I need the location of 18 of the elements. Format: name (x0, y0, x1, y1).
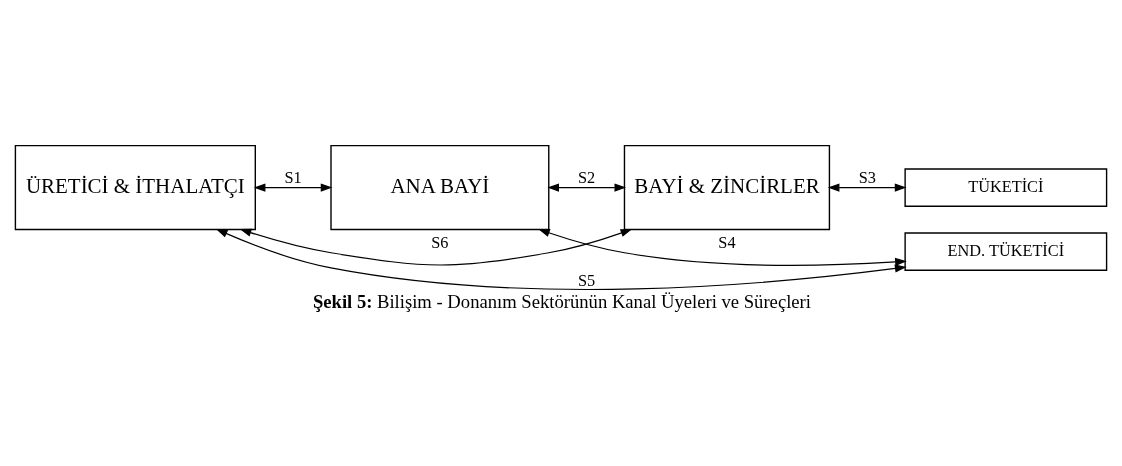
arrow (827, 183, 907, 192)
caption: Şekil 5: Bilişim - Donanım Sektörünün Kanal Üyeleri ve Süreçleri (312, 291, 811, 313)
node-box: ANA BAYİ (330, 144, 550, 231)
arrow (215, 228, 907, 291)
arrow (239, 228, 633, 266)
edge-label: S1 (284, 168, 302, 188)
edge-label: S3 (858, 168, 876, 188)
node-box: TÜKETİCİ (904, 168, 1108, 207)
node-box: BAYİ & ZİNCİRLER (623, 144, 831, 231)
edge-label: S4 (718, 233, 736, 253)
edge-label: S6 (431, 233, 449, 253)
arrow (547, 183, 627, 192)
node-box: ÜRETİCİ & İTHALATÇI (14, 144, 256, 231)
arrow (538, 229, 907, 267)
edge-label: S5 (578, 270, 596, 290)
edge-label: S2 (578, 168, 596, 188)
arrow (253, 183, 333, 192)
node-box: END. TÜKETİCİ (904, 232, 1108, 271)
